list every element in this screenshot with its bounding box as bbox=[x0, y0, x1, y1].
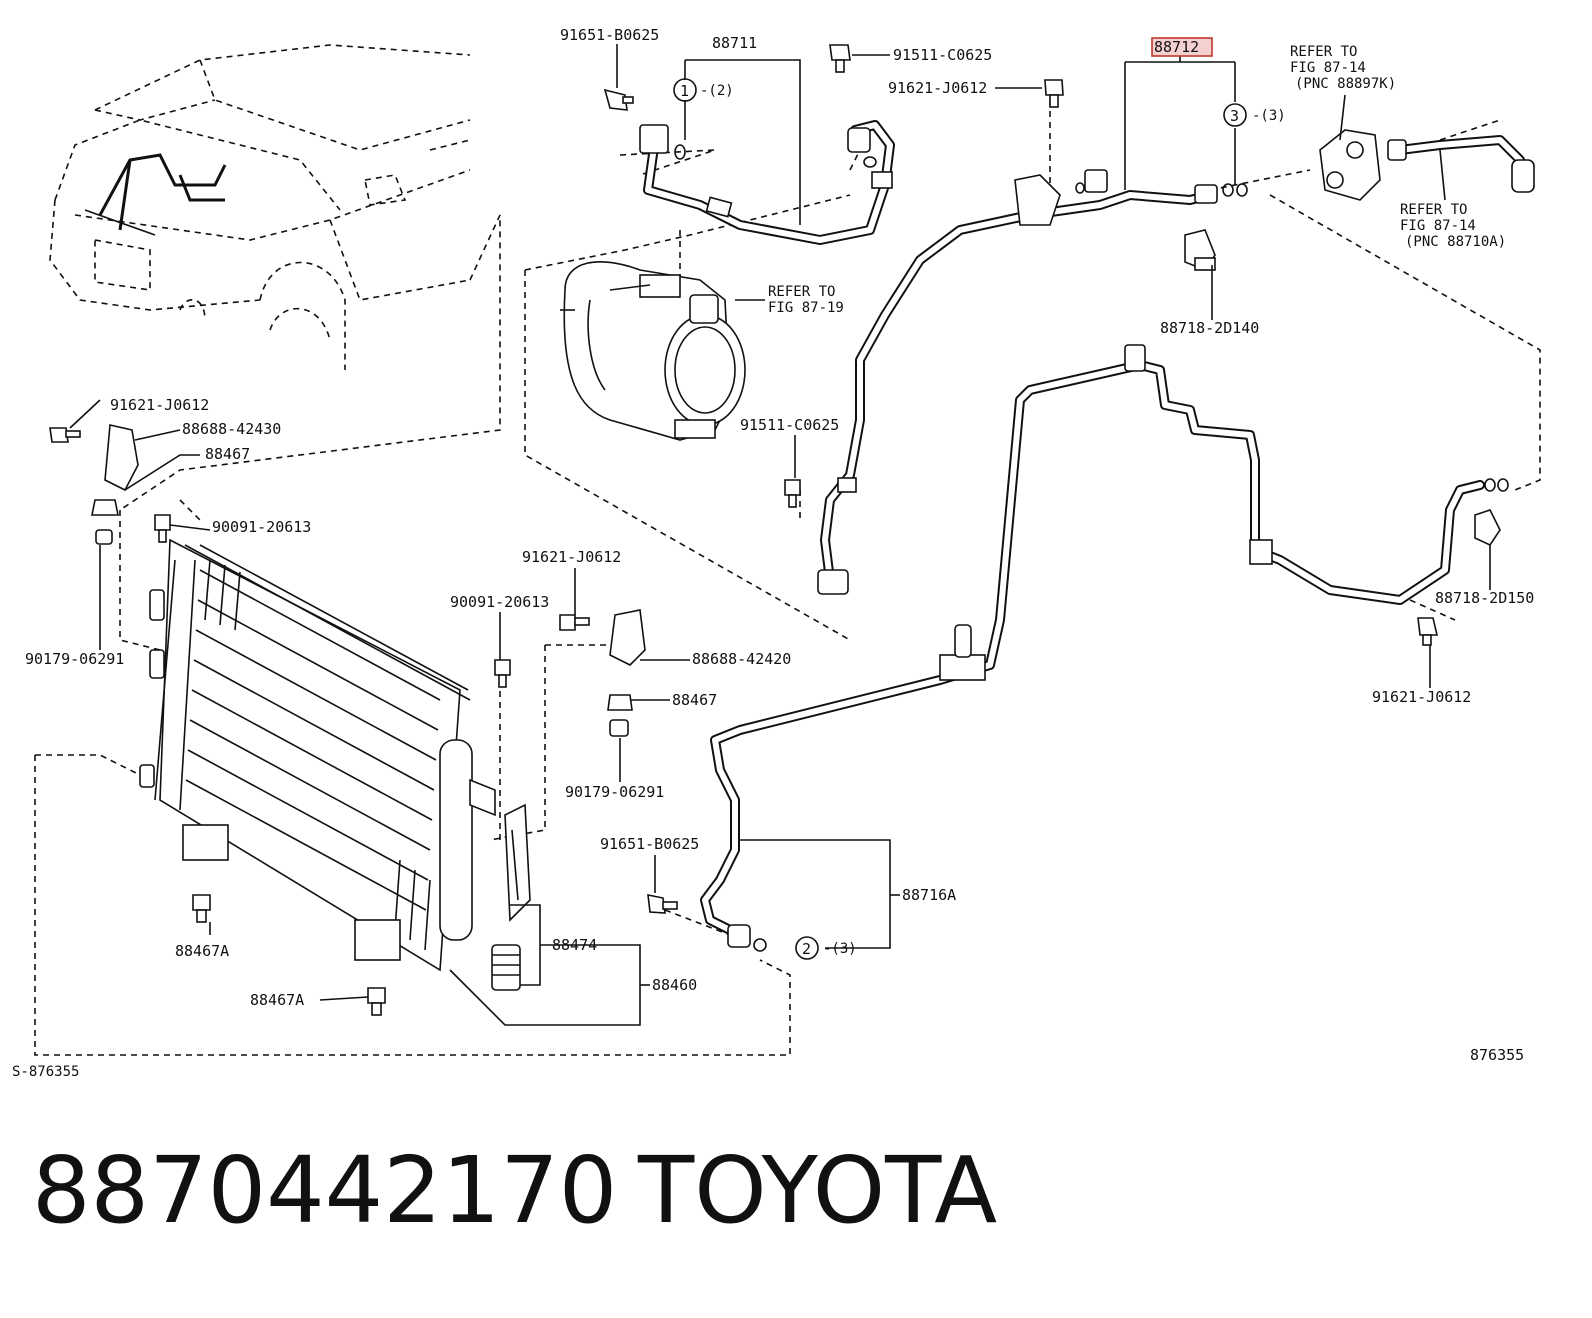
footer-part-number: 8870442170 bbox=[32, 1137, 617, 1244]
circle-marker-2-label: 2 bbox=[802, 940, 811, 958]
label-91621-j0612-mid[interactable]: 91621-J0612 bbox=[522, 548, 621, 566]
leader-lines bbox=[69, 44, 1491, 1026]
condenser-assembly bbox=[139, 538, 496, 972]
suction-hose-88711 bbox=[639, 120, 895, 245]
part-labels: 91651-B0625 88711 91511-C0625 91621-J061… bbox=[12, 26, 1534, 1080]
label-88474[interactable]: 88474 bbox=[552, 936, 597, 954]
label-refer-87-14-a-line3[interactable]: (PNC 88897K) bbox=[1295, 76, 1396, 92]
label-refer-87-14-a-line2[interactable]: FIG 87-14 bbox=[1290, 60, 1366, 76]
label-88718-2d140[interactable]: 88718-2D140 bbox=[1160, 319, 1259, 337]
ac-compressor bbox=[560, 261, 746, 441]
label-88688-42430[interactable]: 88688-42430 bbox=[182, 420, 281, 438]
label-refer-87-14-a-line1[interactable]: REFER TO bbox=[1290, 44, 1357, 60]
expansion-valve-block bbox=[1319, 129, 1535, 201]
label-90091-20613-mid[interactable]: 90091-20613 bbox=[450, 593, 549, 611]
label-91621-j0612-right[interactable]: 91621-J0612 bbox=[1372, 688, 1471, 706]
label-91511-c0625-top[interactable]: 91511-C0625 bbox=[893, 46, 992, 64]
label-91621-j0612-left[interactable]: 91621-J0612 bbox=[110, 396, 209, 414]
circle-marker-1-qty: -(2) bbox=[700, 83, 734, 99]
label-88460[interactable]: 88460 bbox=[652, 976, 697, 994]
label-91621-j0612-top[interactable]: 91621-J0612 bbox=[888, 79, 987, 97]
label-refer-87-19-line2[interactable]: FIG 87-19 bbox=[768, 300, 844, 316]
label-refer-87-14-b-line1[interactable]: REFER TO bbox=[1400, 202, 1467, 218]
circle-marker-3-qty: -(3) bbox=[1252, 108, 1286, 124]
label-90179-06291-mid[interactable]: 90179-06291 bbox=[565, 783, 664, 801]
label-88688-42420[interactable]: 88688-42420 bbox=[692, 650, 791, 668]
circle-marker-1-label: 1 bbox=[680, 82, 689, 100]
circle-marker-1 bbox=[673, 78, 697, 102]
label-91511-c0625-mid[interactable]: 91511-C0625 bbox=[740, 416, 839, 434]
label-88712[interactable]: 88712 bbox=[1154, 38, 1199, 56]
liquid-tube-88716a bbox=[700, 344, 1509, 952]
discharge-hose-88712 bbox=[817, 169, 1248, 595]
label-88711[interactable]: 88711 bbox=[712, 34, 757, 52]
label-88716a[interactable]: 88716A bbox=[902, 886, 956, 904]
fasteners bbox=[49, 44, 1439, 1016]
label-88718-2d150[interactable]: 88718-2D150 bbox=[1435, 589, 1534, 607]
circle-marker-3-label: 3 bbox=[1230, 107, 1239, 125]
label-refer-87-14-b-line3[interactable]: (PNC 88710A) bbox=[1405, 234, 1506, 250]
part-88712-highlight bbox=[1151, 37, 1213, 57]
vehicle-outline-illustration bbox=[49, 44, 471, 370]
label-90179-06291-left[interactable]: 90179-06291 bbox=[25, 650, 124, 668]
condenser-fins bbox=[185, 559, 441, 951]
circle-marker-2-qty: -(3) bbox=[823, 941, 857, 957]
clamp-88718-2d150 bbox=[1474, 509, 1501, 547]
circle-marker-3 bbox=[1223, 103, 1247, 127]
label-88467a-1[interactable]: 88467A bbox=[175, 942, 229, 960]
label-88467-top[interactable]: 88467 bbox=[205, 445, 250, 463]
filter-plug-88460 bbox=[491, 944, 521, 991]
label-90091-20613-left[interactable]: 90091-20613 bbox=[212, 518, 311, 536]
clamp-88718-2d140 bbox=[1184, 229, 1216, 271]
label-88467-mid[interactable]: 88467 bbox=[672, 691, 717, 709]
label-refer-87-19-line1[interactable]: REFER TO bbox=[768, 284, 835, 300]
label-refer-87-14-b-line2[interactable]: FIG 87-14 bbox=[1400, 218, 1476, 234]
label-91651-b0625-top[interactable]: 91651-B0625 bbox=[560, 26, 659, 44]
label-88467a-2[interactable]: 88467A bbox=[250, 991, 304, 1009]
figure-id-left: S-876355 bbox=[12, 1064, 79, 1080]
condenser-cover-88474 bbox=[504, 803, 531, 922]
figure-id-right: 876355 bbox=[1470, 1046, 1524, 1064]
label-91651-b0625-bottom[interactable]: 91651-B0625 bbox=[600, 835, 699, 853]
footer-brand: TOYOTA bbox=[637, 1137, 997, 1244]
circle-marker-2 bbox=[795, 936, 819, 960]
